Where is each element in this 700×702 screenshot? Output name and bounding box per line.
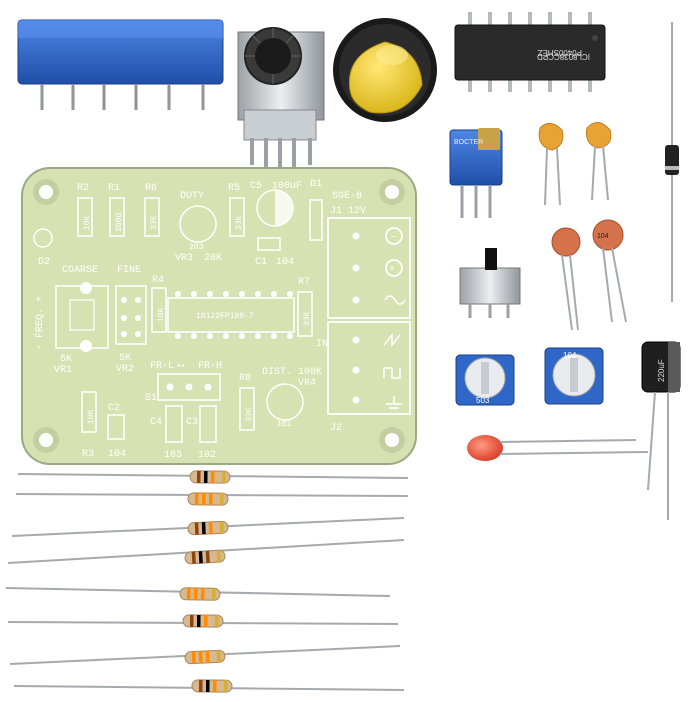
label-c5: C5 <box>250 181 262 192</box>
label-d2: D2 <box>38 257 50 268</box>
label-in: IN <box>316 339 328 350</box>
ic-footprint-label: 18122FP198-7 <box>196 312 254 321</box>
fr-arrow-icon: ⟷ <box>177 361 185 372</box>
resistor <box>5 587 391 601</box>
terminal-plus-icon: + <box>389 265 395 276</box>
label-r4: R4 <box>152 275 164 286</box>
label-dist: DIST. 100K <box>262 367 322 378</box>
round-trimmer-2-code: 104 <box>563 351 577 360</box>
label-c3-value: 102 <box>198 450 216 461</box>
resistor <box>11 517 405 537</box>
round-trimmer-1: 503 <box>455 354 515 406</box>
disc-capacitor-code: 104 <box>597 233 609 240</box>
label-d1: D1 <box>310 179 322 190</box>
ceramic-capacitor-1 <box>538 123 564 206</box>
ic-marking-line2: P0400SHEZ <box>537 48 582 57</box>
label-duty: DUTY <box>180 191 204 202</box>
trimmer-label: BOCTER <box>454 139 483 146</box>
label-j1: J1 12V <box>330 206 366 217</box>
rotary-potentiometer <box>237 27 325 168</box>
label-c1: C1 <box>255 257 267 268</box>
label-s1: S1 <box>145 393 157 404</box>
resistor <box>17 470 409 484</box>
resistor <box>9 645 401 665</box>
blue-header-connector <box>17 19 224 110</box>
r1-value: 200Ω <box>115 213 124 232</box>
label-vr2-value: 5K <box>119 353 131 364</box>
label-vr4: VR4 <box>298 378 316 389</box>
label-r3: R3 <box>82 449 94 460</box>
pcb-board: R2 R1 R6 DUTY R5 C5 100uF D1 SGE-8 J1 12… <box>21 167 417 465</box>
label-r8: R8 <box>239 373 251 384</box>
r8-value: 33K <box>245 407 254 422</box>
resistor-set <box>5 470 409 693</box>
label-r2: R2 <box>77 183 89 194</box>
label-c1-value: 104 <box>276 257 294 268</box>
label-j2: J2 <box>330 423 342 434</box>
label-c4: C4 <box>150 417 162 428</box>
sine-wave-icon <box>384 295 406 305</box>
ic-chip: ICL8038CCPD P0400SHEZ <box>454 12 606 92</box>
label-coarse: COARSE <box>62 265 98 276</box>
r2-value: 10K <box>83 215 92 230</box>
r5-value: 33K <box>235 215 244 230</box>
r4-value: 10K <box>157 307 166 322</box>
label-vr3: VR3 <box>175 253 193 264</box>
disc-capacitor-2: 104 <box>592 219 627 323</box>
diode <box>665 22 679 302</box>
resistor <box>7 539 405 565</box>
label-c2-value: 104 <box>108 449 126 460</box>
vr4-code: 101 <box>277 420 292 429</box>
label-frh: FR-H <box>198 361 222 372</box>
label-frl: FR-L <box>150 361 174 372</box>
vr3-code: 203 <box>189 243 204 252</box>
label-r1: R1 <box>108 183 120 194</box>
slide-switch <box>459 248 521 318</box>
electrolytic-label: 220uF <box>657 359 666 382</box>
round-trimmer-2: 104 <box>544 347 604 405</box>
terminal-minus-icon: − <box>390 233 396 244</box>
blue-trimmer-square: BOCTER <box>449 128 503 218</box>
resistor <box>7 614 399 628</box>
round-trimmer-1-code: 503 <box>476 396 490 405</box>
label-vr2: VR2 <box>116 364 134 375</box>
label-r5: R5 <box>228 183 240 194</box>
ceramic-capacitor-2 <box>586 122 612 201</box>
resistor <box>15 492 409 506</box>
label-r7: R7 <box>298 277 310 288</box>
label-vr1: VR1 <box>54 365 72 376</box>
label-sge: SGE-8 <box>332 191 362 202</box>
label-c2: C2 <box>108 403 120 414</box>
label-c5-value: 100uF <box>272 181 302 192</box>
triangle-wave-icon <box>383 332 401 348</box>
label-vr3-value: 20K <box>204 253 222 264</box>
ic-marking-line1: ICL8038CCPD <box>537 52 590 61</box>
red-led <box>467 435 649 461</box>
label-c4-value: 103 <box>164 450 182 461</box>
label-r6: R6 <box>145 183 157 194</box>
disc-capacitor-1 <box>551 227 581 331</box>
label-fine: FINE <box>117 265 141 276</box>
square-wave-icon <box>383 367 401 379</box>
electrolytic-capacitor: 220uF <box>641 341 681 520</box>
label-freq: - FREQ. + <box>35 296 46 350</box>
label-c3: C3 <box>186 417 198 428</box>
r3-value: 10K <box>87 409 96 424</box>
resistor <box>13 679 405 693</box>
r7-value: 33K <box>303 311 312 326</box>
ground-icon <box>386 396 402 409</box>
r6-value: 33K <box>150 215 159 230</box>
label-vr1-value: 5K <box>60 354 72 365</box>
yellow-knob <box>333 18 437 122</box>
